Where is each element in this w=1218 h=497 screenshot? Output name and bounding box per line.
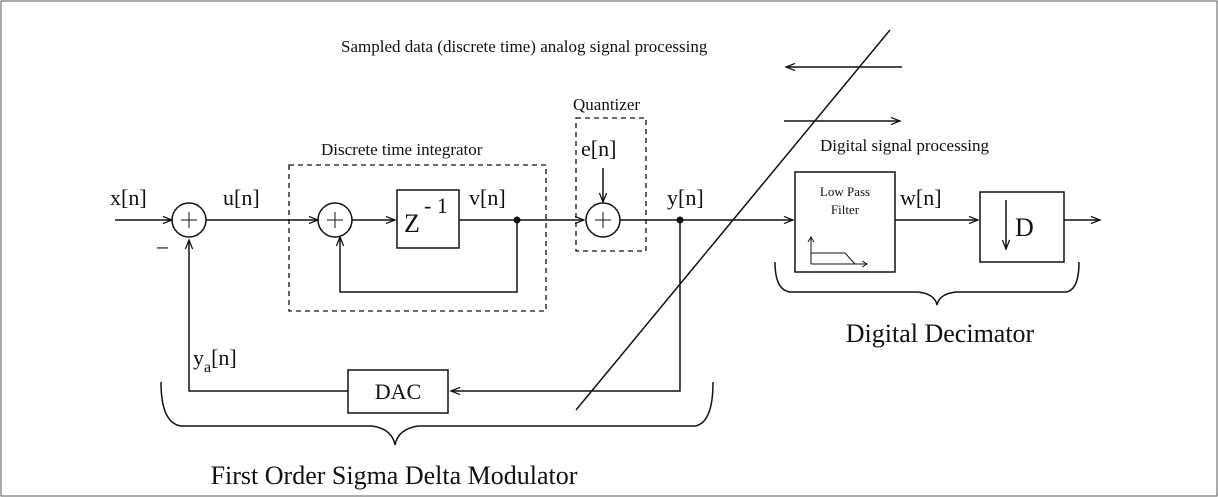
summing-node-integrator <box>317 202 353 238</box>
delay-block <box>396 189 460 249</box>
downsample-factor: D <box>1015 213 1034 242</box>
analog-region-label: Sampled data (discrete time) analog sign… <box>341 37 708 56</box>
dac-block <box>347 369 449 414</box>
lowpass-response-icon <box>807 236 868 268</box>
decimator-brace <box>774 261 1080 306</box>
delay-z: Z <box>404 209 420 238</box>
quantizer-label: Quantizer <box>573 95 640 114</box>
integrator-label: Discrete time integrator <box>321 140 483 159</box>
summing-node-quantizer <box>585 202 621 238</box>
minus-sign: – <box>156 233 169 258</box>
quantizer-dashed-box <box>575 117 647 252</box>
dac-label: DAC <box>375 379 421 404</box>
ya-label: ya[n] <box>193 345 237 376</box>
e-label: e[n] <box>581 136 616 161</box>
digital-decimator-label: Digital Decimator <box>846 319 1035 348</box>
u-label: u[n] <box>223 185 260 210</box>
summing-node-input <box>171 202 207 238</box>
digital-region-label: Digital signal processing <box>820 136 990 155</box>
dac-input-path <box>449 220 681 396</box>
w-label: w[n] <box>900 185 942 210</box>
lowpass-filter-block <box>794 171 896 273</box>
integrator-feedback-path <box>335 220 518 293</box>
lpf-label-line2: Filter <box>831 202 860 217</box>
modulator-label: First Order Sigma Delta Modulator <box>211 461 578 490</box>
y-label: y[n] <box>667 185 704 210</box>
v-label: v[n] <box>469 185 506 210</box>
modulator-brace <box>160 381 714 446</box>
downsample-block <box>979 191 1065 263</box>
integrator-dashed-box <box>288 164 547 312</box>
lpf-label-line1: Low Pass <box>820 184 870 199</box>
delay-exponent: - 1 <box>424 193 448 218</box>
dac-output-path <box>184 238 348 392</box>
x-label: x[n] <box>110 185 147 210</box>
